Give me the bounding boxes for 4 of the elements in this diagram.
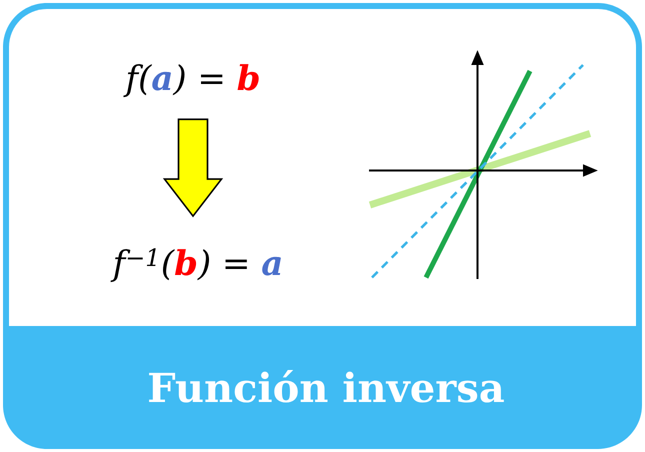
block-arrow [162,118,224,218]
formula: f$^{−1}$(b) = a [110,248,281,282]
title: Función inversa [149,370,504,403]
formula: f(a) = b [123,64,259,98]
